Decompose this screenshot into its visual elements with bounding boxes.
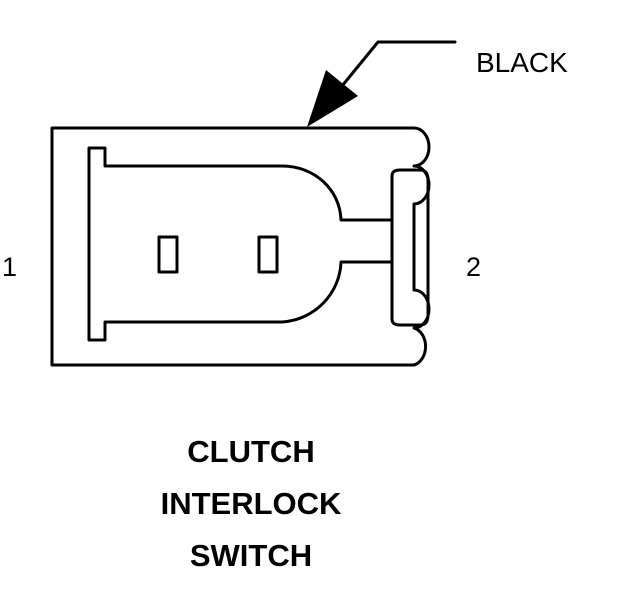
locking-tab (390, 168, 430, 327)
connector-housing (50, 126, 431, 367)
title-line-interlock: INTERLOCK (161, 486, 342, 521)
terminal-slot-2 (257, 235, 279, 274)
wire-color-leader (307, 40, 457, 127)
title-line-clutch: CLUTCH (187, 434, 314, 469)
pin-2-label: 2 (466, 252, 481, 282)
title-line-switch: SWITCH (190, 538, 312, 573)
terminal-slot-1 (157, 235, 179, 274)
leader-arrowhead (307, 70, 358, 127)
wire-color-label: BLACK (476, 47, 568, 78)
connector-cavity (87, 146, 394, 342)
pin-1-label: 1 (2, 252, 17, 282)
